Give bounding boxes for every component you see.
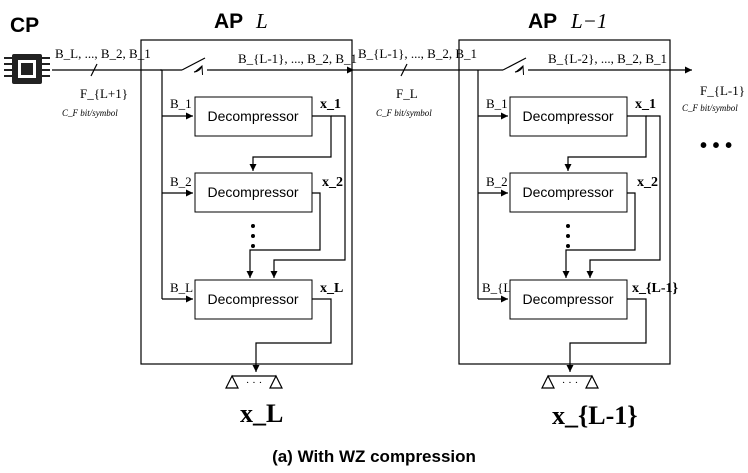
ap-right-output-1: x_1 — [635, 97, 656, 112]
ap-left-branch-1: B_1 — [170, 96, 192, 111]
figure-caption: (a) With WZ compression — [272, 447, 476, 466]
switch-right — [476, 57, 527, 72]
rate-label-2: C_F bit/symbol — [376, 108, 432, 118]
ap-left-decompressor-3-label: Decompressor — [207, 291, 298, 307]
ap-right-antenna-signal: x_{L-1} — [552, 401, 638, 430]
bus-slash-2 — [400, 63, 408, 77]
ap-right-output-3: x_{L-1} — [632, 281, 679, 296]
ap-right-decompressor-1-label: Decompressor — [522, 108, 613, 124]
ap-left-decompressor-2-label: Decompressor — [207, 184, 298, 200]
ap-left-decompressor-2 — [194, 172, 313, 213]
ap-left-decompressor-3 — [194, 279, 313, 320]
ap-right-decompressor-1 — [509, 96, 628, 137]
ap-right-decompressor-2 — [509, 172, 628, 213]
ap-right-branch-1: B_1 — [486, 96, 508, 111]
rate-label-3: C_F bit/symbol — [682, 103, 738, 113]
fronthaul-label-1: F_{L+1} — [80, 86, 128, 101]
ap-right-title-index: L−1 — [570, 9, 607, 33]
ap-left-branch-2: B_2 — [170, 174, 192, 189]
svg-text:· · ·: · · · — [246, 377, 263, 389]
bus-label-right-out: B_{L-2}, ..., B_2, B_1 — [548, 51, 667, 66]
rate-label-1: C_F bit/symbol — [62, 108, 118, 118]
ap-left-title-index: L — [255, 9, 268, 33]
ap-left-decompressor-1 — [194, 96, 313, 137]
antenna-array-left: · · · — [225, 374, 283, 389]
ap-right-decompressor-2-label: Decompressor — [522, 184, 613, 200]
ap-left-decompressor-1-label: Decompressor — [207, 108, 298, 124]
ap-right-output-2: x_2 — [637, 175, 658, 190]
ap-block-left: AP L B_1 B_2 B_L Decompressor Decompress… — [140, 9, 353, 372]
ap-left-title-prefix: AP — [214, 10, 243, 33]
bus-label-cp: B_L, ..., B_2, B_1 — [55, 46, 151, 61]
ap-right-frame — [458, 39, 671, 365]
ap-right-decompressor-3-label: Decompressor — [522, 291, 613, 307]
fronthaul-label-2: F_L — [396, 86, 418, 101]
switch-left — [181, 57, 210, 72]
ap-block-right: AP L−1 B_1 B_2 B_{L-1} Decompressor Deco… — [458, 9, 679, 372]
bus-label-link2: B_{L-1}, ..., B_2, B_1 — [358, 46, 477, 61]
bus-slash-1 — [90, 63, 98, 77]
antenna-array-right: · · · — [541, 374, 599, 389]
ap-left-output-2: x_2 — [322, 175, 343, 190]
ap-left-branch-3: B_L — [170, 280, 193, 295]
continuation-dots: • • • — [700, 135, 732, 157]
ap-left-output-3: x_L — [320, 281, 343, 296]
chip-icon — [4, 54, 50, 84]
bus-label-left-out: B_{L-1}, ..., B_2, B_1 — [238, 51, 357, 66]
ap-right-title-prefix: AP — [528, 10, 557, 33]
ap-left-output-1: x_1 — [320, 97, 341, 112]
svg-text:· · ·: · · · — [562, 377, 579, 389]
cp-label: CP — [10, 14, 39, 37]
ap-right-branch-2: B_2 — [486, 174, 508, 189]
ap-left-antenna-signal: x_L — [240, 399, 283, 428]
fronthaul-label-3: F_{L-1} — [700, 83, 745, 98]
ap-left-frame — [140, 39, 353, 365]
